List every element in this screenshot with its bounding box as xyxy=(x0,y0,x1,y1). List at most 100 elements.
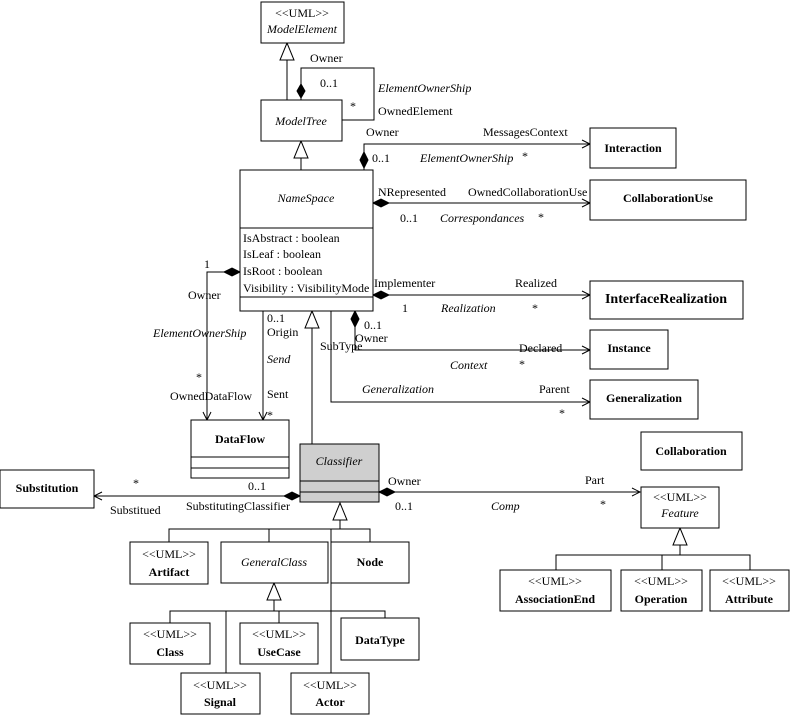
attribute-name: Attribute xyxy=(725,592,774,606)
label-mult-1-left: 1 xyxy=(204,257,210,271)
namespace-attr-isabstract: IsAbstract : boolean xyxy=(243,231,340,245)
class-instance[interactable]: Instance xyxy=(589,329,669,370)
namespace-attr-visibility: Visibility : VisibilityMode xyxy=(243,281,369,295)
class-interaction[interactable]: Interaction xyxy=(589,127,677,169)
attribute-stereotype: <<UML>> xyxy=(722,574,776,588)
artifact-stereotype: <<UML>> xyxy=(142,547,196,561)
label-mult-star-collab: * xyxy=(538,210,544,224)
label-comp: Comp xyxy=(491,499,520,513)
class-artifact[interactable]: <<UML>> Artifact xyxy=(129,541,209,585)
composition-diamond-interaction xyxy=(359,150,369,170)
arrow-feature xyxy=(631,487,642,497)
label-mult-01-top: 0..1 xyxy=(320,76,338,90)
label-mult-1-impl: 1 xyxy=(402,301,408,315)
feature-name: Feature xyxy=(660,506,699,520)
class-interfacerealization[interactable]: InterfaceRealization xyxy=(589,280,744,320)
label-owner-mt: Owner xyxy=(366,125,399,139)
label-realization: Realization xyxy=(440,301,496,315)
label-mult-star-interaction: * xyxy=(522,149,528,163)
gen-arrow-generalclass xyxy=(266,581,282,601)
usecase-name: UseCase xyxy=(257,645,301,659)
composition-diamond-dataflow xyxy=(222,267,242,277)
actor-name: Actor xyxy=(315,695,345,709)
label-part: Part xyxy=(585,473,605,487)
label-owner-top: Owner xyxy=(310,51,343,65)
label-element-ownership-left: ElementOwnerShip xyxy=(152,326,246,340)
label-parent: Parent xyxy=(539,382,570,396)
class-namespace[interactable]: NameSpace IsAbstract : boolean IsLeaf : … xyxy=(239,169,374,312)
gen-generalclass-bar xyxy=(169,610,386,623)
associationend-name: AssociationEnd xyxy=(515,592,595,606)
label-mult-star-top: * xyxy=(350,99,356,113)
gen-arrow-modelelement xyxy=(279,41,295,61)
class-modeltree[interactable]: ModelTree xyxy=(260,99,343,142)
label-generalization-assoc: Generalization xyxy=(362,382,434,396)
class-modelelement[interactable]: <<UML>> ModelElement xyxy=(260,1,345,44)
collaboration-name: Collaboration xyxy=(655,444,727,458)
label-mult-star-subst: * xyxy=(133,476,139,490)
class-usecase[interactable]: <<UML>> UseCase xyxy=(239,622,319,665)
label-sent: Sent xyxy=(267,387,289,401)
composition-diamond-modeltree xyxy=(296,82,306,100)
operation-name: Operation xyxy=(635,592,688,606)
label-declared: Declared xyxy=(519,341,562,355)
class-attribute[interactable]: <<UML>> Attribute xyxy=(709,569,790,612)
label-mult-star-gen: * xyxy=(559,406,565,420)
class-actor[interactable]: <<UML>> Actor xyxy=(290,672,370,715)
gen-arrow-modeltree xyxy=(293,139,309,159)
label-owner-left: Owner xyxy=(188,288,221,302)
label-mult-01-interaction: 0..1 xyxy=(372,151,390,165)
label-owner-classifier: Owner xyxy=(388,474,421,488)
class-node[interactable]: Node xyxy=(330,541,410,584)
label-owned-element: OwnedElement xyxy=(378,104,453,118)
composition-diamond-substitution xyxy=(282,491,302,501)
label-realized: Realized xyxy=(515,276,557,290)
interaction-name: Interaction xyxy=(604,141,662,155)
class-dataflow[interactable]: DataFlow xyxy=(190,419,290,479)
gen-arrow-feature xyxy=(672,526,688,546)
class-signal[interactable]: <<UML>> Signal xyxy=(180,672,261,715)
class-substitution[interactable]: Substitution xyxy=(0,469,95,509)
class-classifier[interactable]: Classifier xyxy=(299,443,380,503)
class-collaborationuse[interactable]: CollaborationUse xyxy=(589,179,747,221)
modelelement-name: ModelElement xyxy=(266,22,338,36)
label-mult-01-classifier: 0..1 xyxy=(395,499,413,513)
label-element-ownership-top: ElementOwnerShip xyxy=(377,81,471,95)
label-send: Send xyxy=(267,352,291,366)
label-messages-context: MessagesContext xyxy=(483,125,568,139)
composition-diamond-feature xyxy=(377,487,397,497)
class-generalclass[interactable]: GeneralClass xyxy=(220,541,329,584)
modelelement-stereotype: <<UML>> xyxy=(275,6,329,20)
associationend-stereotype: <<UML>> xyxy=(528,574,582,588)
class-class[interactable]: <<UML>> Class xyxy=(129,622,211,665)
generalclass-name: GeneralClass xyxy=(241,555,307,569)
class-operation[interactable]: <<UML>> Operation xyxy=(620,569,703,612)
label-substituting-classifier: SubstitutingClassifier xyxy=(186,499,290,513)
class-datatype[interactable]: DataType xyxy=(340,617,420,661)
label-context: Context xyxy=(450,358,488,372)
label-mult-01-subst: 0..1 xyxy=(248,479,266,493)
label-substitued: Substitued xyxy=(110,503,161,517)
label-mult-01-collab: 0..1 xyxy=(400,211,418,225)
label-nrepresented: NRepresented xyxy=(378,185,446,199)
dataflow-name: DataFlow xyxy=(215,432,265,446)
namespace-attr-isroot: IsRoot : boolean xyxy=(243,264,322,278)
composition-diamond-collab xyxy=(371,198,391,208)
class-collaboration[interactable]: Collaboration xyxy=(640,431,743,471)
label-mult-star-left: * xyxy=(196,370,202,384)
composition-diamond-instance xyxy=(350,309,360,329)
label-mult-01-origin: 0..1 xyxy=(267,311,285,325)
node-name: Node xyxy=(357,555,384,569)
class-associationend[interactable]: <<UML>> AssociationEnd xyxy=(499,569,612,612)
namespace-name: NameSpace xyxy=(277,191,335,205)
datatype-name: DataType xyxy=(355,633,405,647)
label-owned-dataflow: OwnedDataFlow xyxy=(170,389,252,403)
label-mult-star-impl: * xyxy=(532,301,538,315)
class-feature[interactable]: <<UML>> Feature xyxy=(640,486,720,529)
class-generalization[interactable]: Generalization xyxy=(589,379,699,420)
label-mult-star-instance: * xyxy=(519,357,525,371)
substitution-name: Substitution xyxy=(16,481,79,495)
label-mult-star-sent: * xyxy=(267,408,273,422)
instance-name: Instance xyxy=(607,341,651,355)
